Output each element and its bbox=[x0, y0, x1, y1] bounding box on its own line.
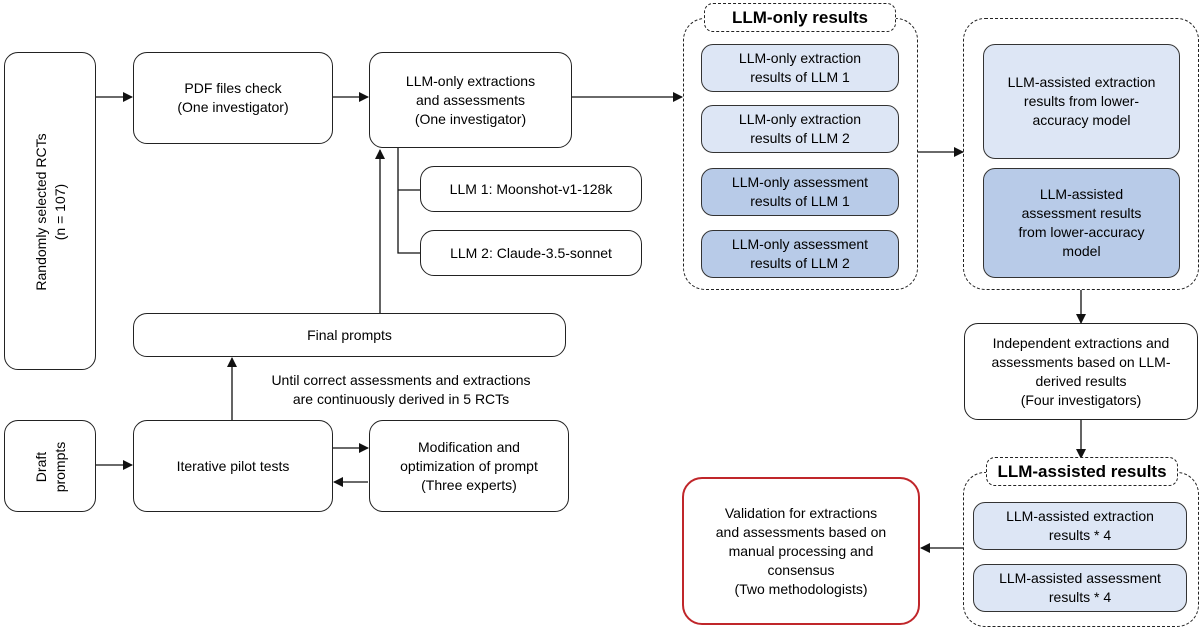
final-prompts-box: Final prompts bbox=[133, 313, 566, 357]
until-note: Until correct assessments and extraction… bbox=[271, 372, 531, 407]
modification-box: Modification and optimization of prompt … bbox=[369, 420, 569, 512]
pdf-check-box: PDF files check (One investigator) bbox=[133, 52, 333, 144]
llm-only-extraction-llm1: LLM-only extraction results of LLM 1 bbox=[701, 44, 899, 92]
llm-assisted-extraction: LLM-assisted extraction results * 4 bbox=[973, 502, 1187, 550]
pilot-box: Iterative pilot tests bbox=[133, 420, 333, 512]
llm-only-extraction-llm2: LLM-only extraction results of LLM 2 bbox=[701, 105, 899, 153]
llm1-box: LLM 1: Moonshot-v1-128k bbox=[420, 166, 642, 212]
lower-accuracy-group bbox=[963, 18, 1199, 290]
validation-box: Validation for extractions and assessmen… bbox=[682, 477, 920, 625]
lower-accuracy-assessment: LLM-assisted assessment results from low… bbox=[983, 168, 1180, 278]
llm-only-assessment-llm1: LLM-only assessment results of LLM 1 bbox=[701, 168, 899, 216]
rcts-box: Randomly selected RCTs (n = 107) bbox=[4, 52, 96, 370]
draft-label: Draft prompts bbox=[33, 441, 68, 493]
lower-accuracy-extraction: LLM-assisted extraction results from low… bbox=[983, 44, 1180, 159]
llm-only-results-title: LLM-only results bbox=[704, 3, 896, 32]
independent-box: Independent extractions and assessments … bbox=[964, 323, 1198, 420]
llm-assisted-assessment: LLM-assisted assessment results * 4 bbox=[973, 564, 1187, 612]
llm-only-assessment-llm2: LLM-only assessment results of LLM 2 bbox=[701, 230, 899, 278]
llm-assisted-results-title: LLM-assisted results bbox=[986, 457, 1178, 486]
branch-llm-models bbox=[397, 148, 420, 254]
llm2-box: LLM 2: Claude-3.5-sonnet bbox=[420, 230, 642, 276]
llm-only-box: LLM-only extractions and assessments (On… bbox=[369, 52, 572, 148]
draft-box: Draft prompts bbox=[4, 420, 96, 512]
rcts-label: Randomly selected RCTs (n = 107) bbox=[33, 133, 68, 291]
